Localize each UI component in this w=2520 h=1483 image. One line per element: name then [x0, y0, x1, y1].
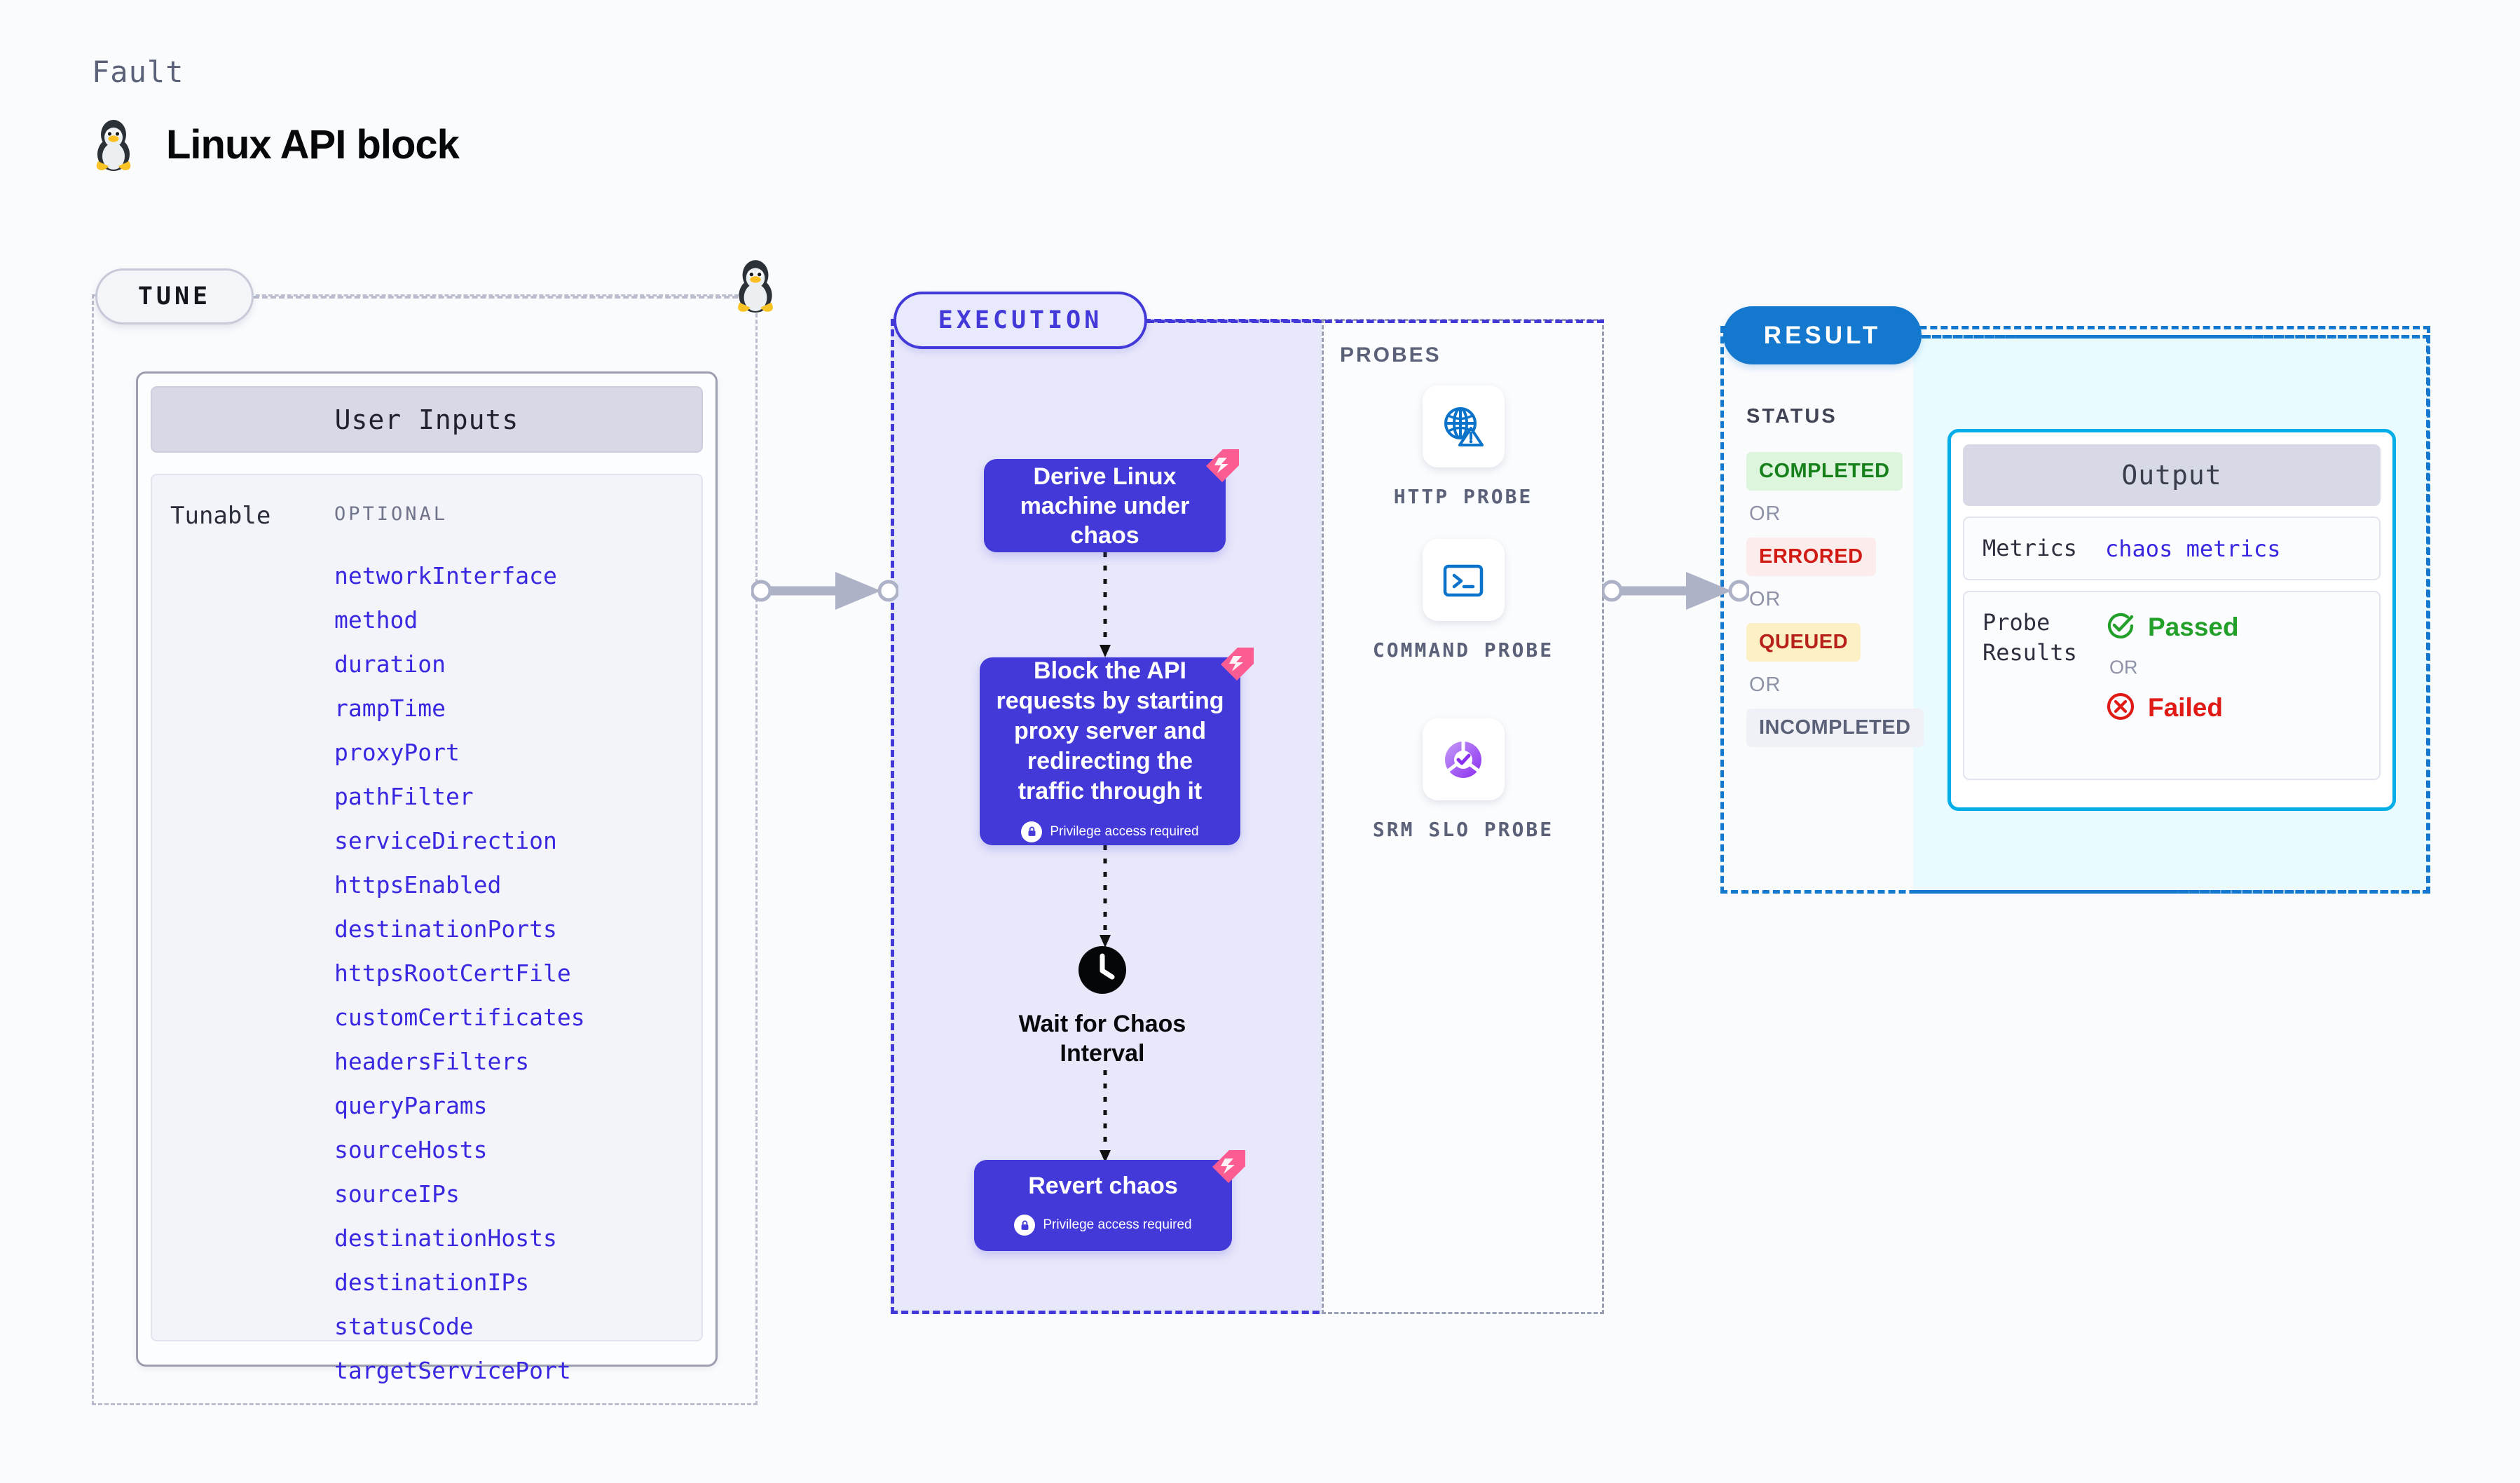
check-circle-icon [2105, 610, 2136, 644]
passed-label: Passed [2148, 613, 2239, 641]
output-header: Output [1963, 444, 2381, 506]
tunable-item[interactable]: sourceIPs [334, 1180, 460, 1208]
tunable-item[interactable]: statusCode [334, 1313, 474, 1340]
execution-step-block-api[interactable]: Block the API requests by starting proxy… [980, 648, 1254, 847]
probes-title: PROBES [1340, 343, 1442, 367]
flow-arrow-block-to-wait [1097, 845, 1114, 952]
probe-label: COMMAND PROBE [1372, 638, 1554, 662]
execution-step-revert-chaos[interactable]: Revert chaos Privilege access required [974, 1150, 1245, 1251]
probes-container [1322, 319, 1604, 1314]
chaos-ribbon-icon [1199, 442, 1242, 493]
status-or-separator: OR [1749, 674, 1781, 696]
clock-icon [1077, 945, 1128, 998]
tunable-item[interactable]: networkInterface [334, 562, 557, 589]
tune-lead-line [254, 296, 755, 299]
wait-node-label: Wait for Chaos Interval [1018, 1011, 1186, 1067]
tunable-item[interactable]: destinationPorts [334, 915, 557, 943]
status-badge-list: COMPLETED OR ERRORED OR QUEUED OR INCOMPLETED [1746, 452, 1924, 747]
probe-result-passed: Passed [2105, 610, 2239, 644]
status-badge: INCOMPLETED [1746, 709, 1924, 747]
status-or-separator: OR [1749, 588, 1781, 610]
probe-result-or: OR [2109, 657, 2138, 678]
tunable-item[interactable]: customCertificates [334, 1004, 585, 1031]
page-title: Linux API block [166, 121, 460, 168]
chaos-ribbon-icon [1205, 1143, 1249, 1194]
probe-label: SRM SLO PROBE [1372, 818, 1554, 841]
terminal-icon [1422, 539, 1505, 621]
user-inputs-card: User Inputs Tunable OPTIONAL networkInte… [136, 371, 718, 1384]
tunable-item[interactable]: pathFilter [334, 783, 474, 810]
chaos-ribbon-icon [1214, 641, 1257, 692]
probe-results-key: Probe Results [1983, 609, 2077, 666]
connector-tune-to-execution [750, 568, 900, 617]
execution-step-label: Block the API requests by starting proxy… [996, 657, 1224, 805]
output-card: Output Metrics chaos metrics Probe Resul… [1947, 429, 2396, 811]
tunable-panel: Tunable OPTIONAL networkInterface method d… [151, 474, 703, 1384]
connector-execution-to-result [1601, 568, 1751, 617]
status-badge: QUEUED [1746, 623, 1861, 662]
tux-penguin-icon [92, 118, 135, 171]
result-lead-line [1922, 335, 2430, 339]
result-status-background [1723, 328, 1915, 891]
tunable-item[interactable]: targetServicePort [334, 1357, 571, 1384]
status-or-separator: OR [1749, 503, 1781, 525]
page-kicker: Fault [92, 55, 184, 89]
probe-label: HTTP PROBE [1393, 485, 1533, 508]
privilege-badge-label: Privilege access required [1050, 824, 1199, 839]
tunable-item[interactable]: destinationIPs [334, 1269, 530, 1296]
privilege-badge: Privilege access required [1014, 1210, 1192, 1240]
tux-penguin-marker-icon [733, 258, 778, 315]
execution-step-derive[interactable]: Derive Linux machine under chaos [984, 449, 1239, 552]
execution-step-label: Revert chaos [1028, 1173, 1178, 1199]
user-inputs-header: User Inputs [151, 386, 703, 453]
tunable-item[interactable]: proxyPort [334, 739, 460, 766]
tunable-item[interactable]: rampTime [334, 695, 446, 722]
tunable-item[interactable]: queryParams [334, 1092, 488, 1119]
probe-srm-slo[interactable]: SRM SLO PROBE [1358, 718, 1568, 842]
tunable-item[interactable]: httpsRootCertFile [334, 959, 571, 987]
tunable-item[interactable]: destinationHosts [334, 1224, 557, 1252]
tunable-item[interactable]: method [334, 606, 418, 634]
output-metrics-row: Metrics chaos metrics [1963, 517, 2381, 580]
probe-http[interactable]: HTTP PROBE [1358, 385, 1568, 510]
tunable-label: Tunable [170, 502, 271, 530]
tunable-item[interactable]: duration [334, 650, 446, 678]
lock-icon [1021, 821, 1043, 842]
metrics-value: chaos metrics [2105, 535, 2281, 562]
slo-donut-check-icon [1422, 718, 1505, 800]
stage-pill-tune[interactable]: TUNE [95, 268, 254, 324]
execution-step-label: Derive Linux machine under chaos [1020, 463, 1190, 549]
flow-arrow-wait-to-revert [1097, 1070, 1114, 1167]
flow-arrow-derive-to-block [1097, 552, 1114, 662]
tunable-item[interactable]: httpsEnabled [334, 871, 502, 898]
failed-label: Failed [2148, 693, 2223, 722]
output-probe-results-row: Probe Results Passed OR [1963, 591, 2381, 780]
x-circle-icon [2105, 691, 2136, 725]
globe-warning-icon [1422, 385, 1505, 467]
execution-lead-line [1147, 320, 1604, 323]
metrics-key: Metrics [1983, 535, 2077, 561]
tunable-parameter-list: networkInterface method duration rampTime pr… [334, 554, 585, 1393]
stage-pill-execution[interactable]: EXECUTION [893, 292, 1147, 349]
tune-stage-container [92, 294, 758, 1405]
status-badge: ERRORED [1746, 538, 1876, 576]
optional-label: OPTIONAL [334, 503, 448, 525]
tunable-item[interactable]: serviceDirection [334, 827, 557, 854]
stage-pill-result[interactable]: RESULT [1723, 306, 1922, 364]
status-title: STATUS [1746, 405, 1837, 428]
wait-node: Wait for Chaos Interval [980, 945, 1225, 1068]
result-stage-container [1720, 326, 2430, 894]
probe-result-failed: Failed [2105, 691, 2239, 725]
privilege-badge-label: Privilege access required [1043, 1217, 1192, 1232]
tunable-item[interactable]: sourceHosts [334, 1136, 488, 1163]
tunable-item[interactable]: headersFilters [334, 1048, 530, 1075]
privilege-badge: Privilege access required [1021, 816, 1199, 847]
status-badge: COMPLETED [1746, 452, 1903, 491]
page-title-row: Linux API block [92, 118, 460, 171]
lock-icon [1014, 1215, 1036, 1236]
probe-command[interactable]: COMMAND PROBE [1358, 539, 1568, 663]
